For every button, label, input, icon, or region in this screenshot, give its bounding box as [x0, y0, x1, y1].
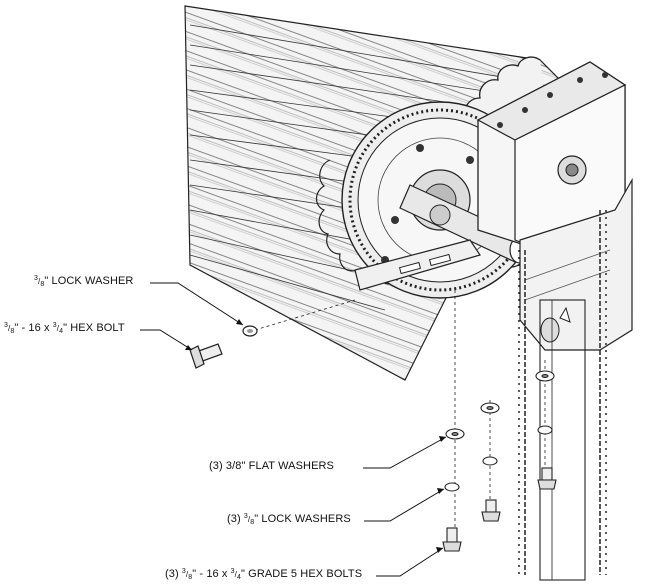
guide-rail: [539, 299, 586, 581]
lock-washer-label: 3/8" LOCK WASHER: [34, 275, 134, 288]
hex-bolt-part: [189, 343, 223, 369]
flat-washers-parts: [445, 370, 555, 440]
hand-chain: [518, 210, 607, 575]
grade5-bolts-parts: [442, 467, 557, 552]
lock-washer-part: [242, 325, 258, 337]
mounting-plate: [354, 239, 481, 291]
leader-lines: [140, 282, 447, 577]
lock-washers-parts: [444, 425, 553, 492]
lock-washers-label: (3) 3/8" LOCK WASHERS: [227, 513, 351, 526]
hex-bolt-label: 3/8" - 16 x 3/4" HEX BOLT: [4, 322, 125, 335]
grade5-bolts-label: (3) 3/8" - 16 x 3/4" GRADE 5 HEX BOLTS: [165, 568, 363, 581]
operator-housing: [476, 61, 633, 351]
flat-washers-label: (3) 3/8" FLAT WASHERS: [209, 460, 334, 472]
arrow-heads: [185, 319, 446, 553]
